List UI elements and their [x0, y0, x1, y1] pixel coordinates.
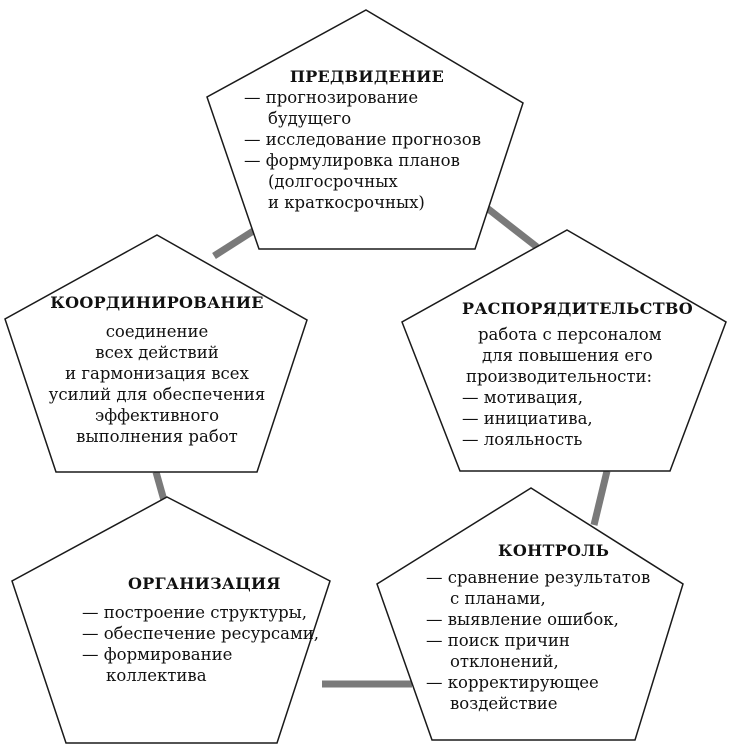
node-coordination-line: эффективного	[94, 406, 220, 425]
node-organization-line: — формирование	[82, 645, 233, 664]
node-control-line: — корректирующее	[426, 673, 599, 692]
node-coordination-line: усилий для обеспечения	[48, 385, 266, 404]
node-administration-line: — лояльность	[462, 430, 583, 449]
connector-foresight-administration	[484, 205, 540, 250]
node-foresight-line: будущего	[268, 109, 352, 128]
pentagon-organization	[11, 496, 331, 744]
node-control-line: воздействие	[450, 694, 558, 713]
node-organization-line: — построение структуры,	[82, 603, 308, 622]
node-administration-line: работа с персоналом	[478, 325, 662, 344]
pentagon-coordination	[4, 234, 308, 473]
node-control-line: — сравнение результатов	[426, 568, 651, 587]
node-organization-line: коллектива	[106, 666, 207, 685]
node-organization-line: — обеспечение ресурсами,	[82, 624, 320, 643]
node-administration-line: для повышения его	[482, 346, 653, 365]
pentagon-foresight	[206, 9, 524, 250]
pentagon-control	[376, 487, 684, 741]
node-organization-title: ОРГАНИЗАЦИЯ	[128, 574, 281, 593]
node-coordination-line: всех действий	[95, 343, 219, 362]
node-coordination-line: выполнения работ	[76, 427, 238, 446]
node-control: КОНТРОЛЬ — сравнение результатов с плана…	[426, 540, 650, 714]
connectors	[152, 205, 611, 688]
node-foresight-line: — исследование прогнозов	[244, 130, 481, 149]
node-administration-line: производительности:	[466, 367, 653, 386]
node-foresight-line: (долгосрочных	[268, 172, 398, 191]
node-control-line: с планами,	[450, 589, 546, 608]
node-control-line: — поиск причин	[426, 631, 570, 650]
node-foresight-title: ПРЕДВИДЕНИЕ	[289, 67, 445, 86]
node-coordination-title: КООРДИНИРОВАНИЕ	[50, 293, 264, 312]
pentagons	[4, 9, 727, 744]
node-administration: РАСПОРЯДИТЕЛЬСТВО работа с персоналом дл…	[462, 298, 693, 450]
node-control-line: отклонений,	[450, 652, 559, 671]
node-coordination: КООРДИНИРОВАНИЕ соединение всех действий…	[40, 292, 274, 447]
node-coordination-line: и гармонизация всех	[65, 364, 249, 383]
node-administration-title: РАСПОРЯДИТЕЛЬСТВО	[462, 299, 693, 318]
node-foresight: ПРЕДВИДЕНИЕ — прогнозирование будущего —…	[244, 66, 490, 213]
node-coordination-line: соединение	[105, 322, 209, 341]
node-foresight-line: — формулировка планов	[244, 151, 460, 170]
node-foresight-line: — прогнозирование	[244, 88, 419, 107]
node-administration-line: — инициатива,	[462, 409, 593, 428]
node-control-title: КОНТРОЛЬ	[498, 541, 610, 560]
connector-administration-control	[590, 470, 611, 526]
connector-foresight-coordination	[212, 225, 260, 259]
pentagon-administration	[401, 229, 727, 472]
node-control-line: — выявление ошибок,	[426, 610, 619, 629]
node-administration-line: — мотивация,	[462, 388, 584, 407]
node-foresight-line: и краткосрочных)	[268, 193, 425, 212]
node-organization: ОРГАНИЗАЦИЯ — построение структуры, — об…	[82, 573, 319, 686]
